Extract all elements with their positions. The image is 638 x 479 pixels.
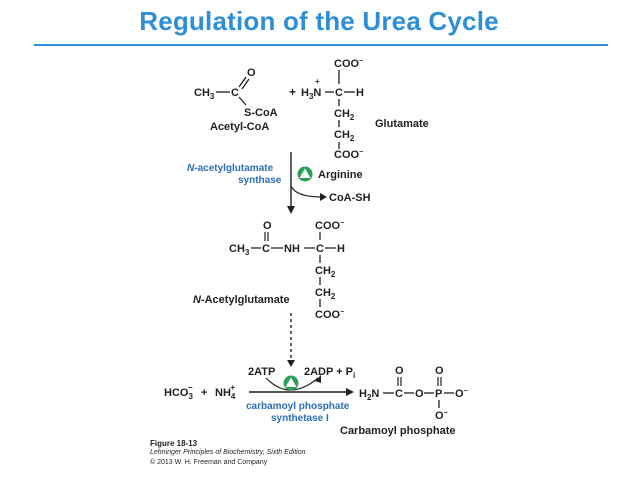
bicarbonate: HCO3− <box>164 383 193 401</box>
glutamate-structure: COO− H3N + C H CH2 CH2 COO− <box>301 58 364 161</box>
svg-text:H: H <box>337 243 345 255</box>
svg-text:C: C <box>231 87 239 99</box>
svg-text:+: + <box>315 77 320 86</box>
svg-text:CH3: CH3 <box>229 243 250 257</box>
svg-text:O−: O− <box>435 410 448 422</box>
activator-arginine-icon <box>297 166 313 182</box>
svg-text:H: H <box>356 87 364 99</box>
svg-text:O−: O− <box>455 388 468 400</box>
activator-arginine-label: Arginine <box>318 169 363 181</box>
svg-text:COO−: COO− <box>334 58 363 70</box>
coa-sh-label: CoA-SH <box>329 192 371 204</box>
svg-text:S-CoA: S-CoA <box>244 107 278 119</box>
figure-caption-source: Lehninger Principles of Biochemistry, Si… <box>150 449 306 456</box>
svg-text:O: O <box>435 365 444 377</box>
enzyme-cps1-line2: synthetase I <box>271 413 329 424</box>
plus-sign: + <box>289 85 296 99</box>
title-underline <box>34 44 608 46</box>
svg-text:C: C <box>316 243 324 255</box>
atp-label: 2ATP <box>248 366 275 378</box>
figure-caption-copyright: © 2013 W. H. Freeman and Company <box>150 459 268 466</box>
enzyme-nag-synthase-line1: N-acetylglutamate <box>187 163 274 174</box>
adp-pi-label: 2ADP + Pi <box>304 366 355 380</box>
figure-caption-number: Figure 18-13 <box>150 439 198 448</box>
svg-text:O: O <box>263 220 272 232</box>
coash-release-arrow <box>290 185 323 198</box>
activator-nag-icon <box>283 375 299 391</box>
svg-text:CH2: CH2 <box>334 108 355 122</box>
svg-text:C: C <box>395 388 403 400</box>
svg-text:O: O <box>395 365 404 377</box>
ammonium: NH4+ <box>215 383 236 401</box>
svg-text:CH3: CH3 <box>194 87 215 101</box>
svg-text:H2N: H2N <box>359 388 379 402</box>
svg-text:O: O <box>247 67 256 79</box>
svg-text:COO−: COO− <box>315 220 344 232</box>
svg-text:CH2: CH2 <box>334 129 355 143</box>
acetyl-coa-label: Acetyl-CoA <box>210 121 269 133</box>
svg-text:C: C <box>335 87 343 99</box>
acetyl-coa-structure: CH3 C O S-CoA <box>194 67 278 119</box>
slide-title: Regulation of the Urea Cycle <box>139 6 499 36</box>
svg-text:C: C <box>262 243 270 255</box>
enzyme-cps1-line1: carbamoyl phosphate <box>246 401 350 412</box>
svg-text:COO−: COO− <box>334 149 363 161</box>
svg-text:CH2: CH2 <box>315 287 336 301</box>
plus-sign-2: + <box>201 387 207 399</box>
svg-text:NH: NH <box>284 243 300 255</box>
carbamoyl-phosphate-structure: H2N C O O P O O− O− <box>359 365 468 422</box>
nag-structure: O CH3 C NH C H COO− CH2 CH2 COO− <box>229 220 345 321</box>
svg-text:P: P <box>435 388 442 400</box>
svg-text:H3N: H3N <box>301 87 321 101</box>
nag-label: N-Acetylglutamate <box>193 294 290 306</box>
svg-text:O: O <box>415 388 424 400</box>
svg-text:COO−: COO− <box>315 309 344 321</box>
carbamoyl-phosphate-label: Carbamoyl phosphate <box>340 425 456 437</box>
svg-text:CH2: CH2 <box>315 265 336 279</box>
glutamate-label: Glutamate <box>375 118 429 130</box>
enzyme-nag-synthase-line2: synthase <box>238 175 282 186</box>
